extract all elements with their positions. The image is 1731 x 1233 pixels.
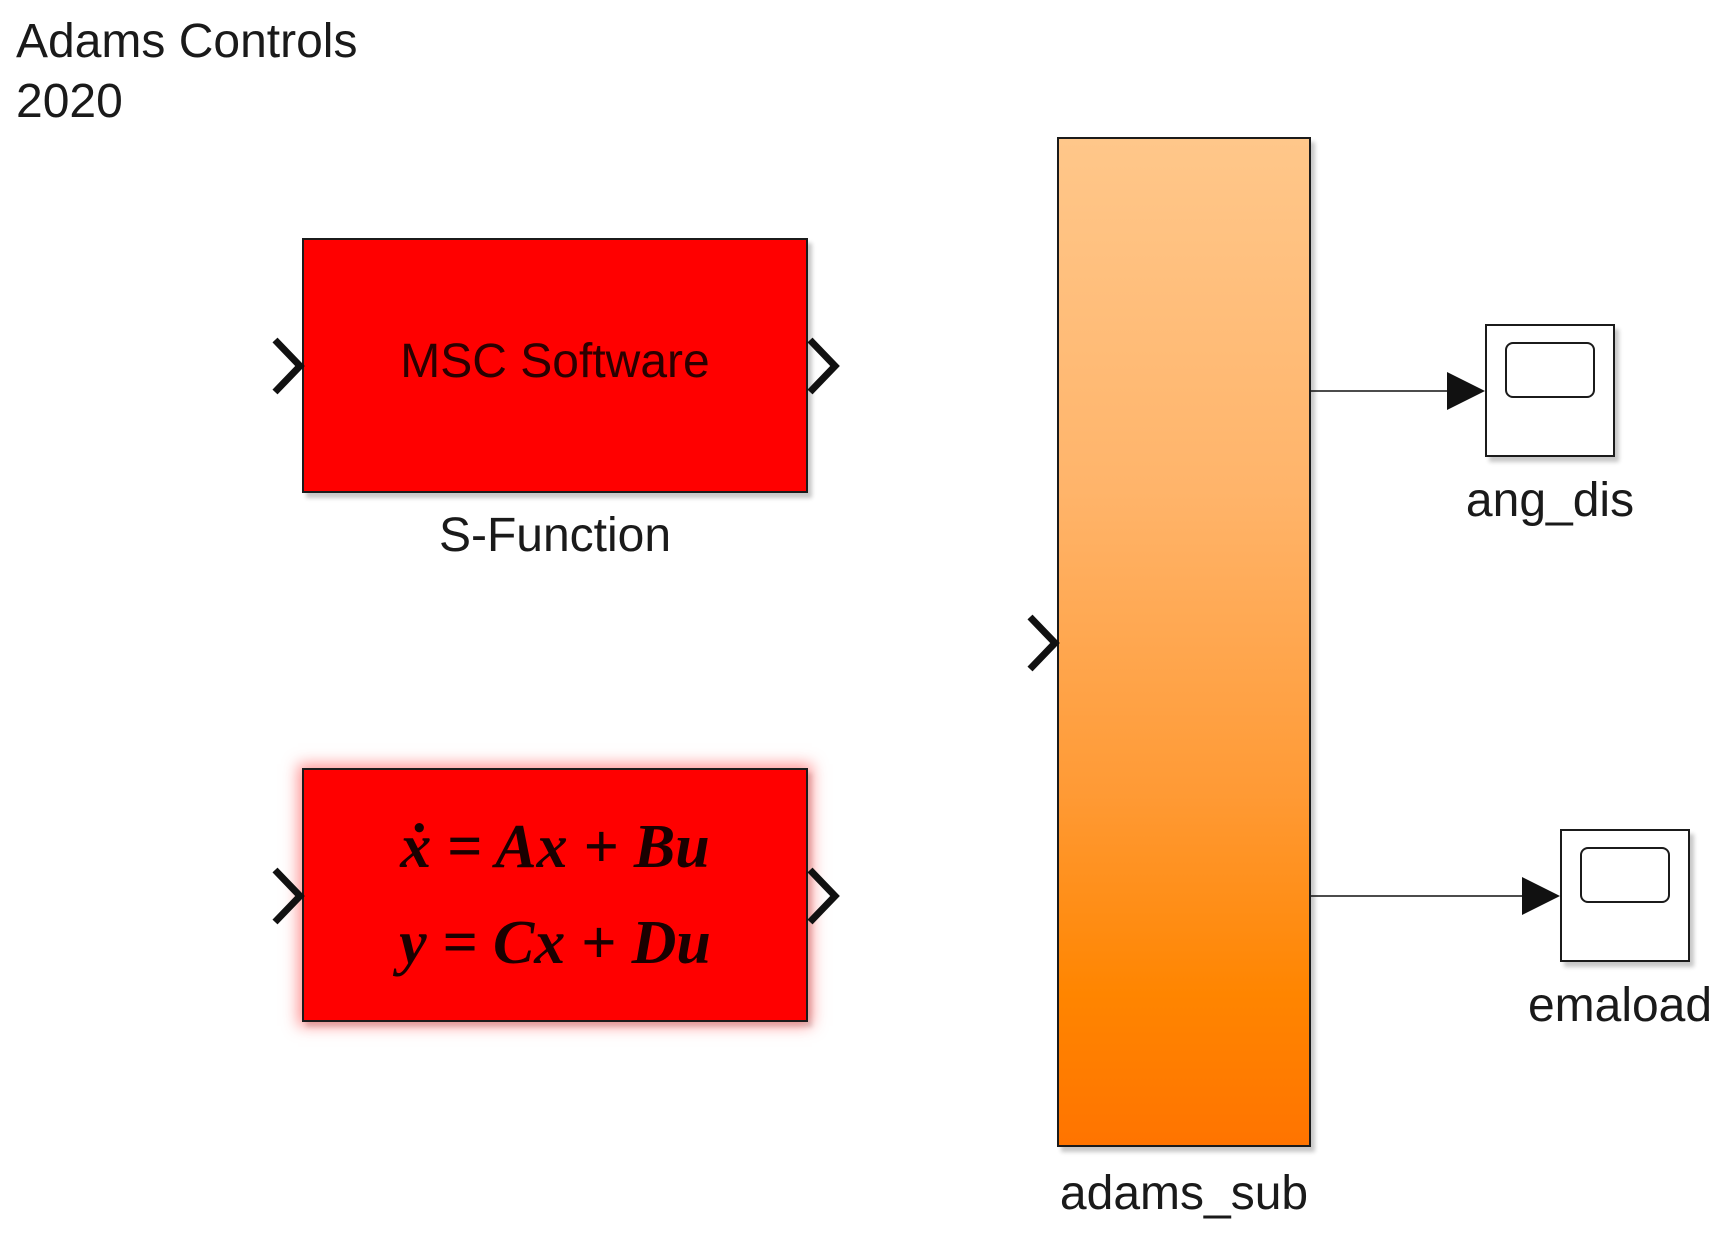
model-title-line2: 2020 (16, 75, 123, 128)
sfunction-block-text: MSC Software (400, 335, 710, 388)
state-space-input-port (272, 867, 305, 925)
scope-ang-dis-label: ang_dis (1465, 474, 1635, 527)
state-space-block[interactable]: ẋ = Ax + Bu y = Cx + Du (302, 768, 808, 1022)
adams-sub-input-port (1027, 614, 1060, 672)
scope-screen-icon (1505, 342, 1595, 398)
scope-screen-icon (1580, 847, 1670, 903)
arrowhead-ang-dis (1447, 372, 1485, 410)
state-equation: ẋ = Ax + Bu (400, 812, 710, 881)
output-equation: y = Cx + Du (399, 909, 711, 977)
adams-sub-block[interactable] (1057, 137, 1311, 1147)
scope-ang-dis-block[interactable] (1485, 324, 1615, 457)
scope-emaload-label: emaload (1527, 979, 1713, 1032)
sfunction-label: S-Function (438, 509, 672, 562)
sfunction-block[interactable]: MSC Software (302, 238, 808, 493)
sfunction-output-port (807, 337, 840, 395)
state-space-output-port (807, 867, 840, 925)
scope-emaload-block[interactable] (1560, 829, 1690, 962)
model-title-line1: Adams Controls (16, 15, 358, 68)
adams-sub-label: adams_sub (1059, 1167, 1309, 1220)
sfunction-input-port (272, 337, 305, 395)
arrowhead-emaload (1522, 877, 1560, 915)
